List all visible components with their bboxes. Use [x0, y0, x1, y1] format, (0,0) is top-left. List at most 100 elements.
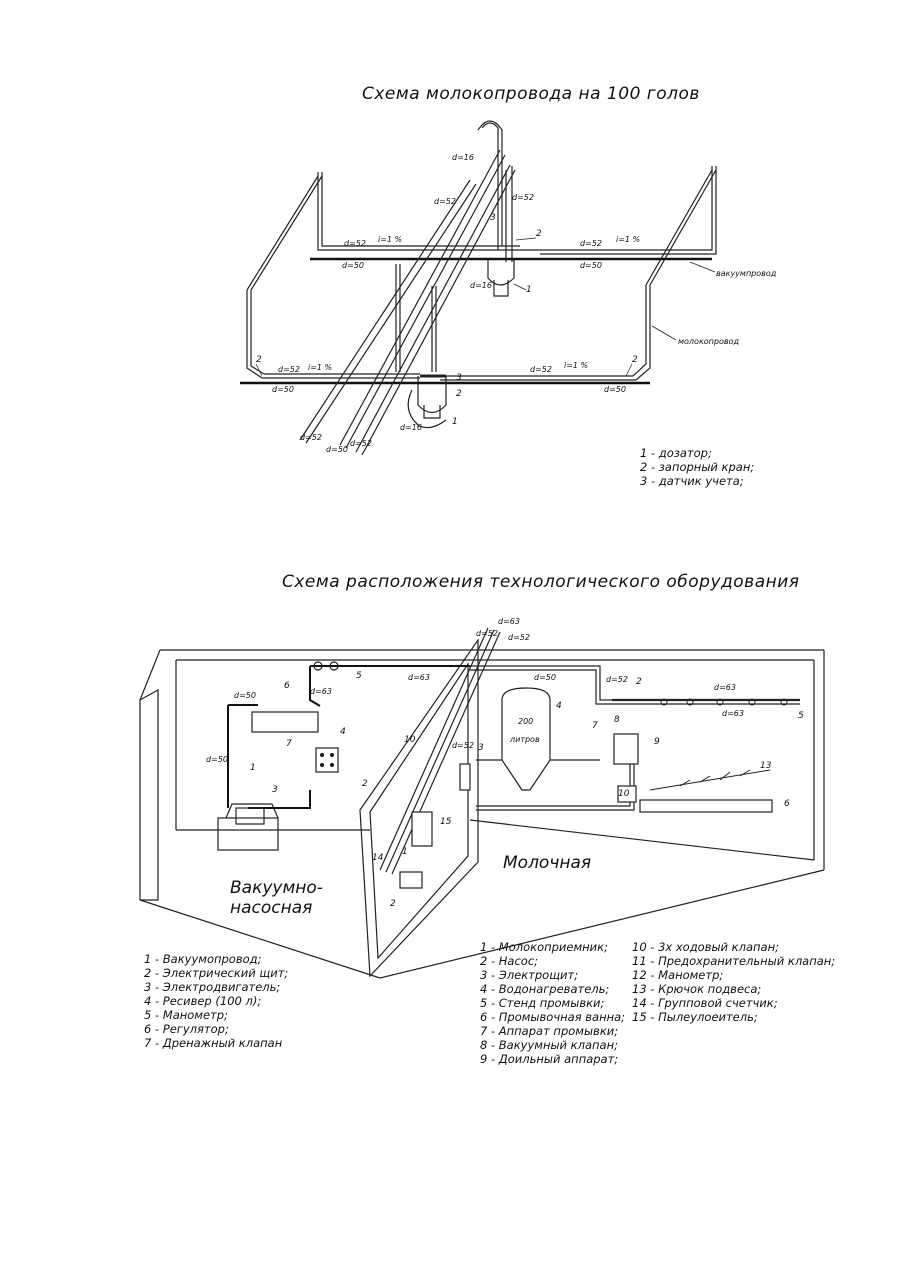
label-d50-a: d=50 [342, 261, 364, 270]
label-slope-c: i=1 % [308, 363, 332, 372]
callout-2a: 2 [536, 229, 542, 239]
legend-item: 5 - Манометр; [144, 1008, 228, 1022]
svg-text:15: 15 [440, 817, 452, 827]
top-legend-item: 3 - датчик учета; [640, 474, 744, 488]
svg-text:4: 4 [556, 701, 562, 711]
gauge-5 [313, 661, 323, 671]
svg-text:14: 14 [372, 853, 384, 863]
svg-text:3: 3 [478, 743, 484, 753]
label-d52-e: d=52 [278, 365, 300, 374]
wash-tub [639, 799, 773, 813]
room-pump-label-line1: Вакуумно- [230, 878, 323, 898]
svg-text:5: 5 [798, 711, 804, 721]
label-d52-c: d=52 [344, 239, 366, 248]
water-heater [501, 687, 551, 791]
svg-text:2: 2 [390, 899, 396, 909]
label-d50-d: d=50 [604, 385, 626, 394]
label-d50-c: d=50 [534, 673, 556, 682]
legend-item: 4 - Водонагреватель; [480, 982, 610, 996]
label-d63-e: d=63 [722, 709, 744, 718]
legend-item: 15 - Пылеулоеитель; [632, 1010, 758, 1024]
label-vacuum-line: вакуумпровод [716, 269, 777, 278]
label-slope-d: i=1 % [564, 361, 588, 370]
legend-item: 5 - Стенд промывки; [480, 996, 605, 1010]
svg-text:9: 9 [654, 737, 660, 747]
label-d52-f: d=52 [530, 365, 552, 374]
regulator-6 [329, 661, 339, 671]
legend-item: 6 - Регулятор; [144, 1022, 229, 1036]
bottom-legend-right: 10 - 3х ходовый клапан; 11 - Предохранит… [632, 940, 835, 1024]
legend-item: 12 - Манометр; [632, 968, 724, 982]
svg-text:10: 10 [404, 735, 416, 745]
svg-text:5: 5 [356, 671, 362, 681]
label-d52-h: d=52 [350, 439, 372, 448]
callout-2c: 2 [632, 355, 638, 365]
svg-text:1: 1 [250, 763, 256, 773]
legend-item: 2 - Электрический щит; [144, 966, 289, 980]
bottom-legend-mid: 1 - Молокоприемник; 2 - Насос; 3 - Элект… [480, 940, 625, 1066]
tank-unit-label: литров [509, 735, 540, 744]
room-milk-label: Молочная [503, 853, 592, 873]
callout-3: 3 [490, 213, 496, 223]
legend-item: 3 - Электрощит; [480, 968, 579, 982]
svg-text:4: 4 [340, 727, 346, 737]
legend-item: 8 - Вакуумный клапан; [480, 1038, 618, 1052]
label-d63-d: d=63 [714, 683, 736, 692]
svg-text:3: 3 [272, 785, 278, 795]
label-d63-b: d=63 [310, 687, 332, 696]
legend-item: 7 - Дренажный клапан [144, 1036, 283, 1050]
callout-3b: 3 [456, 373, 462, 383]
svg-text:6: 6 [784, 799, 790, 809]
legend-item: 1 - Вакуумопровод; [144, 952, 262, 966]
legend-item: 6 - Промывочная ванна; [480, 1010, 626, 1024]
electric-panel-left [315, 747, 339, 773]
washing-apparatus [613, 733, 639, 765]
svg-text:2: 2 [636, 677, 642, 687]
label-d52-b: d=52 [508, 633, 530, 642]
room-pump-label: Вакуумно- насосная [230, 878, 323, 918]
callout-2d: 2 [456, 389, 462, 399]
legend-item: 11 - Предохранительный клапан; [632, 954, 836, 968]
callout-1b: 1 [452, 417, 458, 427]
milk-receiver [399, 871, 423, 889]
legend-item: 3 - Электродвигатель; [144, 980, 281, 994]
label-d52-c: d=52 [606, 675, 628, 684]
label-d63-c: d=63 [408, 673, 430, 682]
top-legend-item: 2 - запорный кран; [640, 460, 755, 474]
svg-text:2: 2 [362, 779, 368, 789]
callout-1a: 1 [526, 285, 532, 295]
label-d50-b: d=50 [206, 755, 228, 764]
label-d50-c: d=50 [272, 385, 294, 394]
legend-item: 13 - Крючок подвеса; [632, 982, 762, 996]
label-d50-a: d=50 [234, 691, 256, 700]
bottom-diagram-title: Схема расположения технологического обор… [282, 572, 800, 592]
label-d52-b: d=52 [512, 193, 534, 202]
callout-2b: 2 [256, 355, 262, 365]
svg-text:7: 7 [592, 721, 598, 731]
milk-pump [411, 811, 433, 847]
label-d16-c: d=16 [400, 423, 422, 432]
label-slope-a: i=1 % [378, 235, 402, 244]
legend-item: 2 - Насос; [480, 954, 539, 968]
legend-item: 1 - Молокоприемник; [480, 940, 608, 954]
label-d16-b: d=16 [470, 281, 492, 290]
label-d16-a: d=16 [452, 153, 474, 162]
label-d52-a: d=52 [434, 197, 456, 206]
room-pump-label-line2: насосная [230, 898, 313, 918]
label-d52-a: d=52 [476, 629, 498, 638]
label-d52-d: d=52 [452, 741, 474, 750]
bottom-legend-left: 1 - Вакуумопровод; 2 - Электрический щит… [144, 952, 288, 1050]
label-d52-d: d=52 [580, 239, 602, 248]
svg-text:6: 6 [284, 681, 290, 691]
svg-text:10: 10 [618, 789, 630, 799]
legend-item: 7 - Аппарат промывки; [480, 1024, 619, 1038]
electro-panel [459, 763, 471, 791]
legend-item: 14 - Групповой счетчик; [632, 996, 778, 1010]
svg-text:13: 13 [760, 761, 772, 771]
label-d50-e: d=50 [326, 445, 348, 454]
label-d52-g: d=52 [300, 433, 322, 442]
vacuum-pump-unit [217, 817, 279, 851]
label-milk-line: молокопровод [678, 337, 739, 346]
